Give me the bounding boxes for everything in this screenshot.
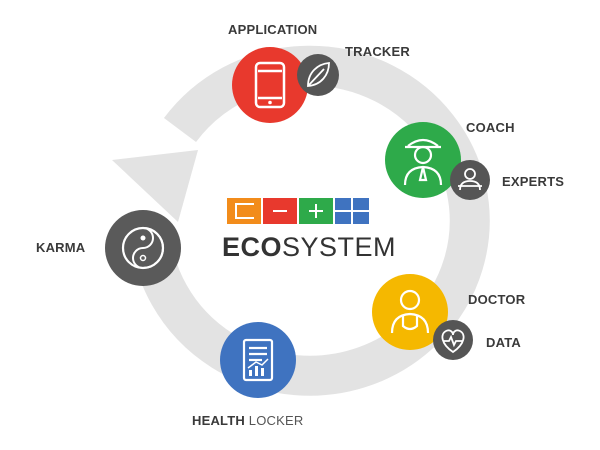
- label-locker: LOCKER: [248, 413, 304, 428]
- ecosystem-title: ECOSYSTEM: [222, 232, 396, 263]
- ecosystem-logo-tiles: [227, 198, 369, 224]
- leaf-icon: [307, 62, 330, 87]
- coach-node: [385, 122, 461, 198]
- application-node: [232, 47, 308, 123]
- label-health-locker: HEALTH LOCKER: [192, 413, 303, 428]
- document-chart-icon: [242, 338, 274, 382]
- expert-icon: [458, 168, 482, 191]
- ecosystem-title-bold: ECO: [222, 232, 283, 262]
- heart-pulse-icon: [441, 329, 465, 354]
- label-tracker: TRACKER: [345, 44, 410, 59]
- health-locker-node: [220, 322, 296, 398]
- logo-tile-orange: [227, 198, 261, 224]
- data-node: [433, 320, 473, 360]
- label-coach: COACH: [466, 120, 515, 135]
- label-doctor: DOCTOR: [468, 292, 526, 307]
- label-karma: KARMA: [36, 240, 86, 255]
- karma-node: [105, 210, 181, 286]
- ecosystem-title-light: SYSTEM: [282, 232, 397, 262]
- experts-node: [450, 160, 490, 200]
- label-health: HEALTH: [192, 413, 245, 428]
- label-data: DATA: [486, 335, 521, 350]
- doctor-node: [372, 274, 448, 350]
- coach-icon: [403, 138, 443, 186]
- doctor-icon: [390, 289, 430, 334]
- yin-yang-icon: [121, 226, 165, 270]
- tracker-node: [297, 54, 339, 96]
- logo-bracket-glyph: [235, 203, 254, 219]
- phone-icon: [254, 61, 286, 109]
- label-application: APPLICATION: [228, 22, 318, 37]
- label-experts: EXPERTS: [502, 174, 565, 189]
- ring-arrowhead: [112, 150, 198, 222]
